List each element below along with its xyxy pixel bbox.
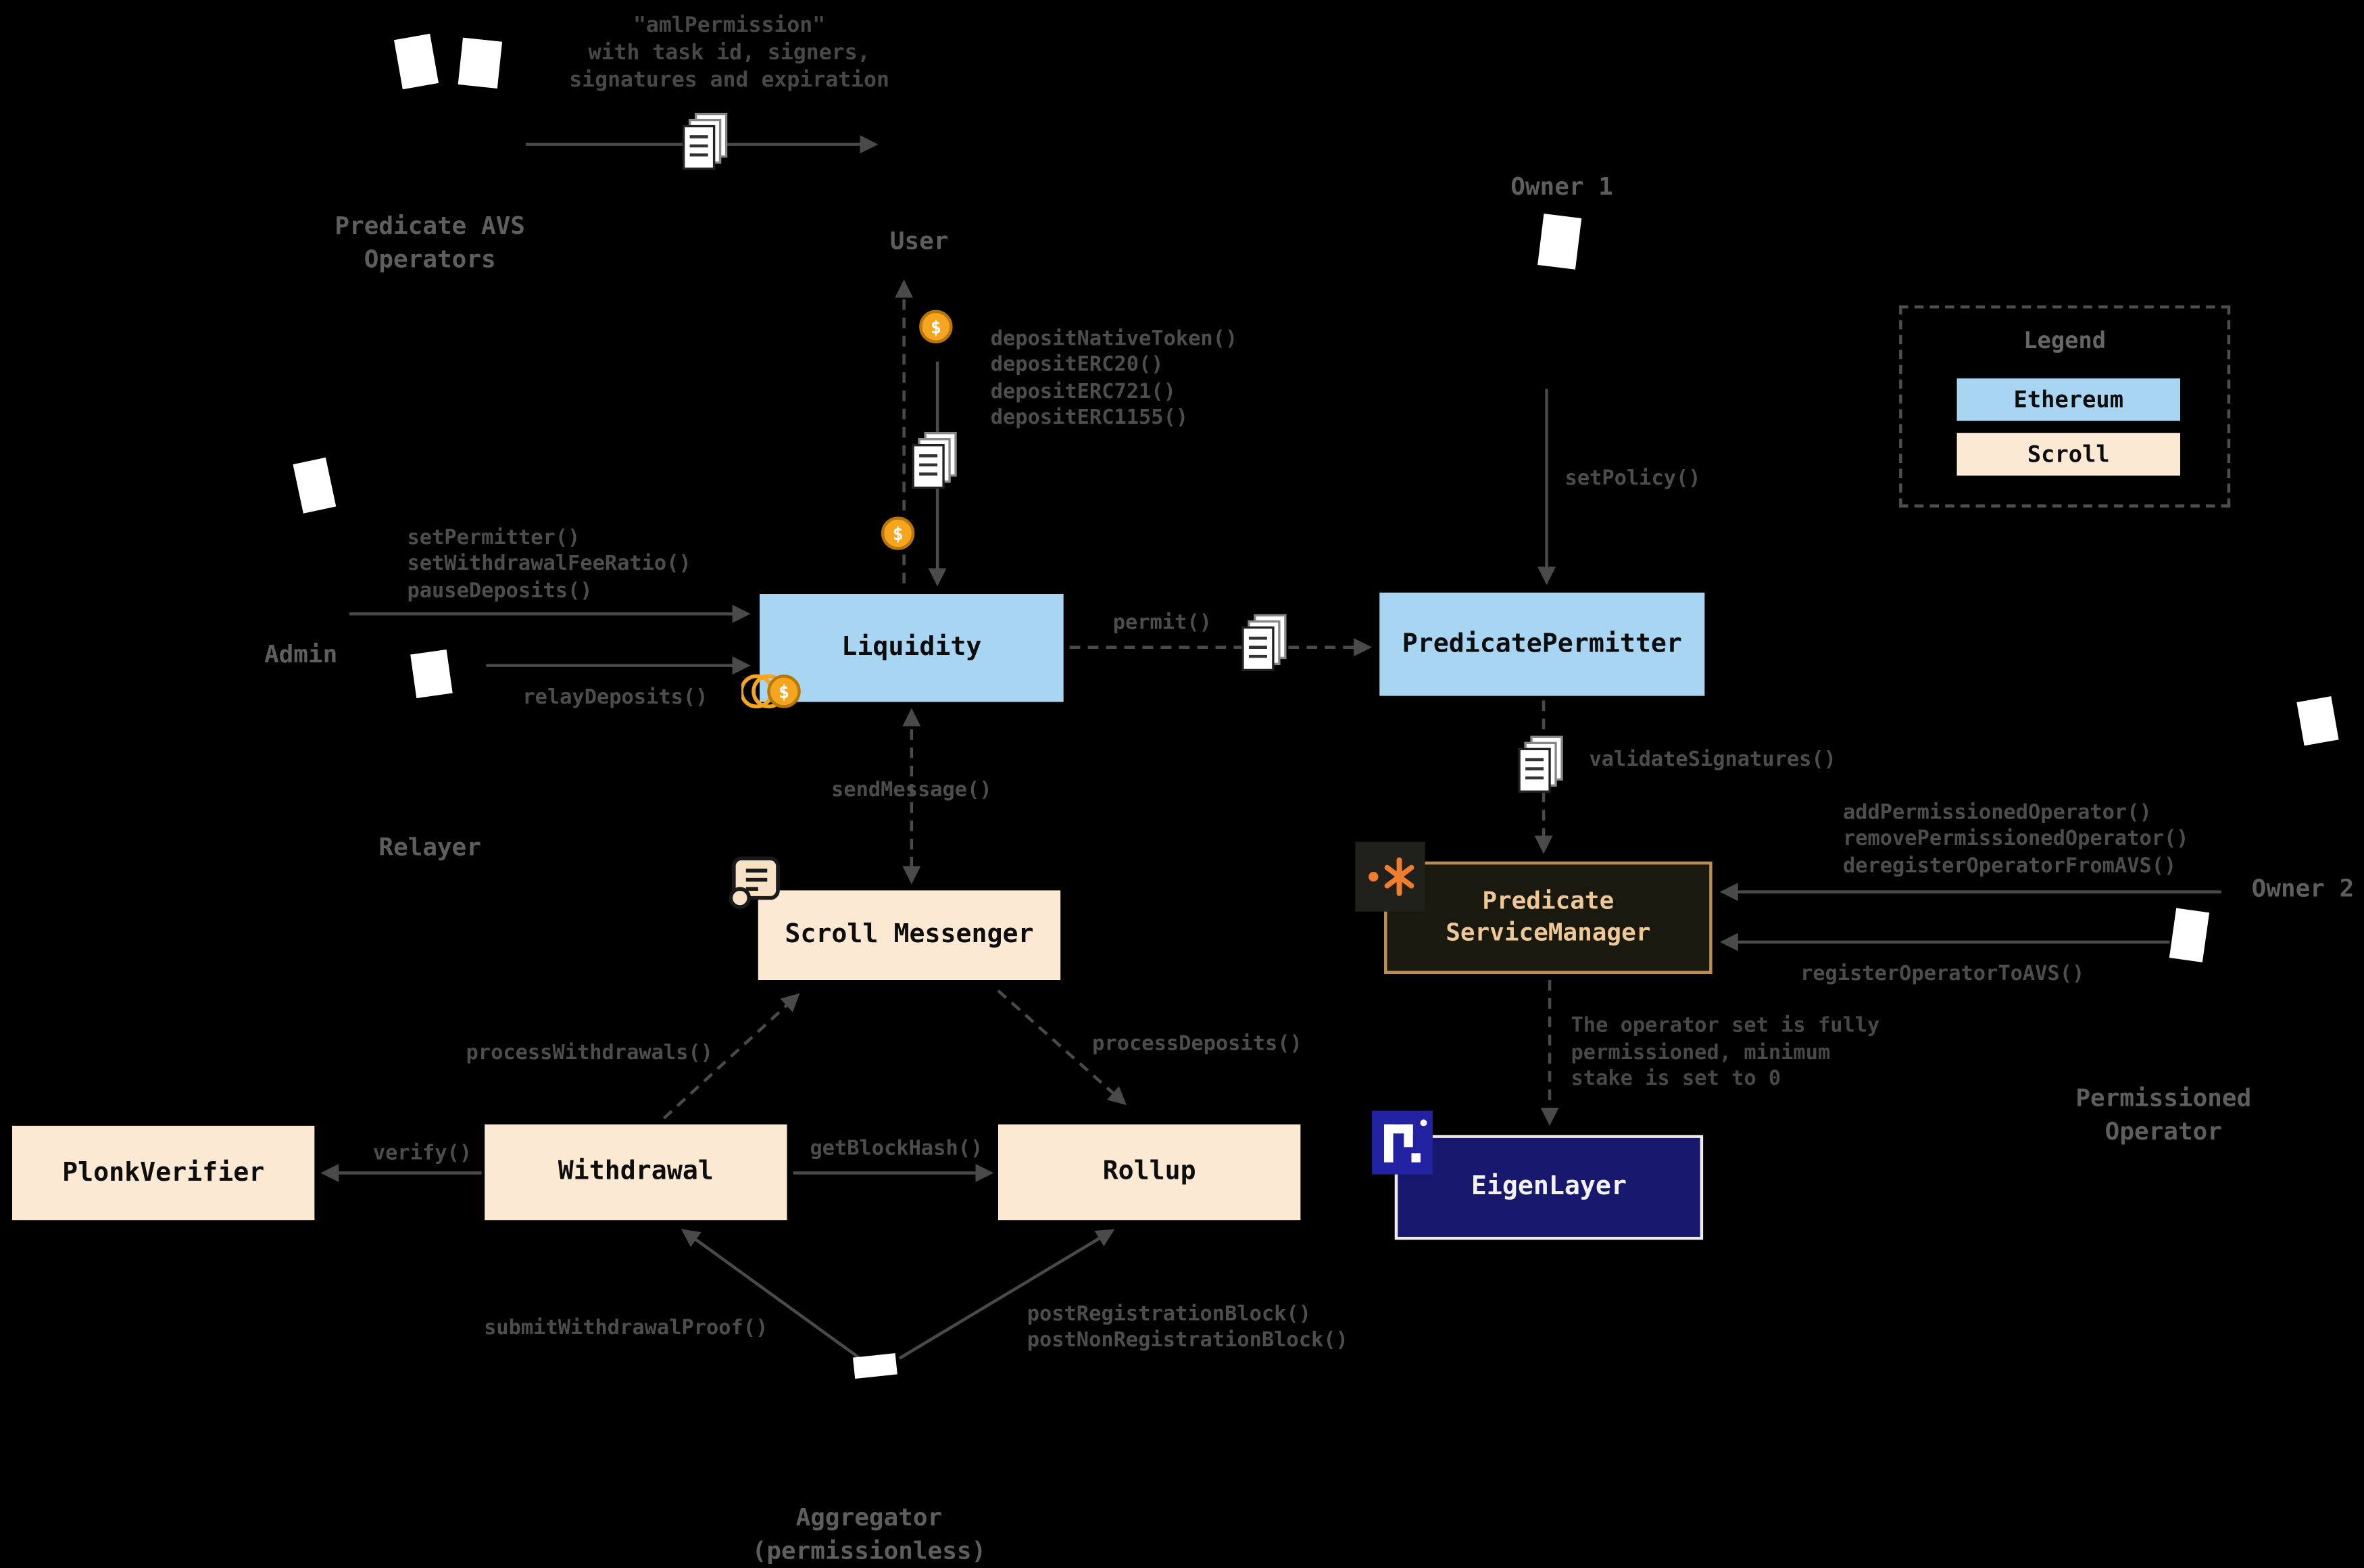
aggregator-icon — [852, 1353, 897, 1379]
node-withdrawal-label: Withdrawal — [558, 1156, 714, 1187]
document-icon — [679, 111, 731, 184]
node-plonk-verifier: PlonkVerifier — [11, 1125, 315, 1221]
node-scroll-messenger: Scroll Messenger — [758, 890, 1061, 981]
node-rollup-label: Rollup — [1102, 1156, 1196, 1187]
actor-user: User — [889, 226, 949, 255]
actor-aggregator: Aggregator (permissionless) — [752, 1502, 987, 1565]
node-withdrawal: Withdrawal — [485, 1124, 787, 1221]
note-operator-set: The operator set is fully permissioned, … — [1571, 1013, 1880, 1092]
edge-submit-withdrawal-proof — [681, 1229, 861, 1360]
legend-item-ethereum-label: Ethereum — [2013, 386, 2124, 414]
node-rollup: Rollup — [998, 1124, 1301, 1221]
legend-item-scroll-label: Scroll — [2027, 440, 2110, 468]
coins-stack-icon: $ — [739, 672, 805, 717]
label-deposit-methods: depositNativeToken() depositERC20() depo… — [990, 326, 1238, 430]
svg-text:$: $ — [893, 524, 904, 545]
edge-post-blocks — [898, 1229, 1115, 1360]
node-predicate-service-manager: Predicate ServiceManager — [1384, 861, 1713, 975]
legend-item-ethereum: Ethereum — [1956, 378, 2181, 421]
actor-admin: Admin — [264, 639, 338, 669]
actor-predicate-avs-operators: Predicate AVS Operators — [335, 211, 525, 273]
label-submit-withdrawal-proof: submitWithdrawalProof() — [484, 1315, 768, 1340]
predicate-logo-icon — [1355, 841, 1425, 917]
owner-1-icon — [1537, 214, 1582, 270]
label-operator-management: addPermissionedOperator() removePermissi… — [1842, 800, 2189, 878]
node-predicate-service-manager-label: Predicate ServiceManager — [1446, 886, 1651, 947]
edge-process-withdrawals — [662, 993, 800, 1120]
label-get-block-hash: getBlockHash() — [810, 1136, 983, 1161]
node-predicate-permitter: PredicatePermitter — [1379, 592, 1705, 696]
label-permit: permit() — [1112, 610, 1212, 635]
node-eigenlayer-label: EigenLayer — [1471, 1172, 1627, 1203]
permissioned-operator-icon — [2169, 908, 2210, 962]
node-plonk-verifier-label: PlonkVerifier — [62, 1157, 265, 1188]
owner-2-icon — [2296, 696, 2339, 746]
actor-permissioned-operator: Permissioned Operator — [2075, 1083, 2252, 1146]
coin-icon: $ — [919, 310, 953, 349]
document-icon — [1515, 734, 1566, 807]
node-liquidity: Liquidity — [760, 594, 1064, 702]
predicate-avs-operator-icon — [458, 37, 503, 89]
label-relay-deposits: relayDeposits() — [522, 685, 708, 710]
label-register-operator: registerOperatorToAVS() — [1800, 962, 2085, 987]
relayer-icon — [410, 649, 453, 699]
label-process-withdrawals: processWithdrawals() — [466, 1040, 713, 1065]
node-liquidity-label: Liquidity — [841, 633, 982, 664]
legend-item-scroll: Scroll — [1956, 433, 2181, 476]
node-scroll-messenger-label: Scroll Messenger — [785, 920, 1034, 951]
svg-text:$: $ — [931, 317, 941, 338]
svg-text:$: $ — [779, 682, 789, 703]
actor-owner-1: Owner 1 — [1510, 172, 1613, 201]
actor-owner-2: Owner 2 — [2251, 873, 2355, 903]
label-process-deposits: processDeposits() — [1092, 1031, 1302, 1056]
legend: Legend Ethereum Scroll — [1899, 305, 2231, 508]
legend-title: Legend — [2023, 326, 2107, 354]
node-predicate-permitter-label: PredicatePermitter — [1402, 629, 1682, 660]
node-eigenlayer: EigenLayer — [1394, 1135, 1704, 1240]
label-admin-methods: setPermitter() setWithdrawalFeeRatio() p… — [407, 525, 691, 603]
note-aml-permission: "amlPermission" with task id, signers, s… — [569, 14, 889, 93]
document-icon — [1238, 612, 1289, 685]
label-verify: verify() — [372, 1141, 472, 1166]
eigenlayer-logo-icon — [1372, 1110, 1433, 1180]
actor-relayer: Relayer — [378, 832, 482, 862]
label-validate-signatures: validateSignatures() — [1589, 748, 1836, 773]
coin-icon: $ — [881, 516, 915, 556]
label-set-policy: setPolicy() — [1565, 466, 1701, 491]
label-post-blocks: postRegistrationBlock() postNonRegistrat… — [1027, 1302, 1348, 1353]
scroll-icon — [724, 852, 785, 916]
document-icon — [908, 430, 960, 503]
edge-process-deposits — [997, 989, 1127, 1106]
label-send-message: sendMessage() — [831, 778, 992, 802]
